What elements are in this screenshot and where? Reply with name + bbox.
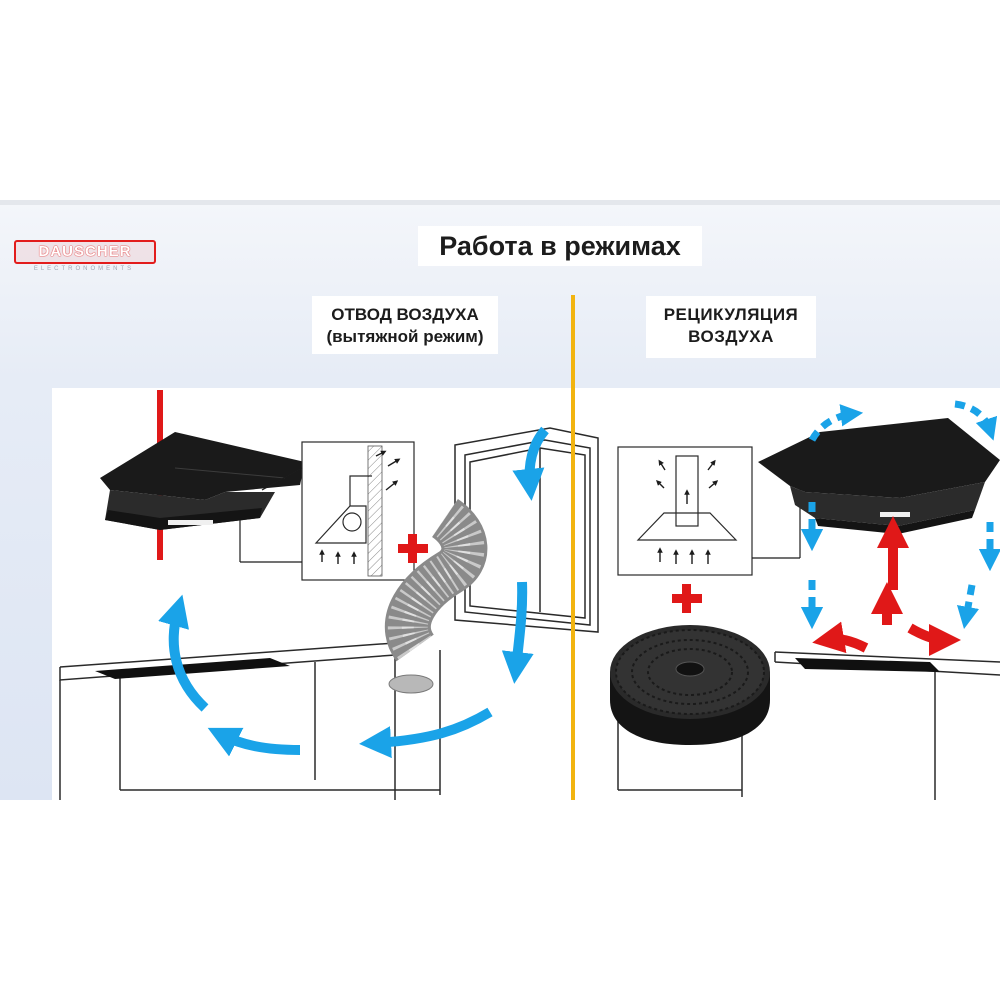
airflow-arrow xyxy=(808,404,864,442)
airflow-arrow xyxy=(501,581,534,684)
airflow-arrow xyxy=(954,400,998,441)
mode-label-recirculation-line1: РЕЦИКУЛЯЦИЯ xyxy=(663,305,799,324)
hood-icon xyxy=(100,432,305,530)
airflow-arrow xyxy=(956,584,980,630)
slide-top-border xyxy=(0,200,1000,205)
airflow-arrow xyxy=(812,621,869,654)
slide: DAUSCHER ELECTRONOMENTS Работа в режимах… xyxy=(0,200,1000,800)
airflow-arrow xyxy=(207,727,301,757)
airflow-arrow xyxy=(158,594,209,712)
plus-icon xyxy=(398,534,428,563)
exhaust-inset-diagram xyxy=(239,441,415,581)
mode-label-recirculation-line2: ВОЗДУХА xyxy=(688,327,774,346)
airflow-arrow xyxy=(907,623,961,656)
brand-tagline: ELECTRONOMENTS xyxy=(33,266,135,272)
mode-label-exhaust: ОТВОД ВОЗДУХА (вытяжной режим) xyxy=(312,296,498,354)
cooktop-icon xyxy=(795,658,940,672)
airflow-arrows-recirculation xyxy=(800,400,1000,630)
airflow-arrow xyxy=(359,707,493,759)
hood-icon xyxy=(758,418,1000,534)
airflow-arrows-exhaust xyxy=(158,426,549,759)
recirculation-scene xyxy=(610,400,1000,800)
mode-divider xyxy=(571,295,575,800)
scene-illustration xyxy=(59,390,1000,800)
brand-logo: DAUSCHER xyxy=(14,240,156,264)
charcoal-filter-icon xyxy=(610,625,770,745)
recirculation-inset-diagram xyxy=(617,446,801,576)
mode-label-exhaust-line1: ОТВОД ВОЗДУХА xyxy=(331,305,479,324)
exhaust-scene xyxy=(59,390,599,800)
plus-icon xyxy=(672,584,702,613)
airflow-arrow xyxy=(512,426,549,501)
mode-label-exhaust-line2: (вытяжной режим) xyxy=(326,327,484,346)
airflow-arrows-hot xyxy=(812,515,961,656)
page-title: Работа в режимах xyxy=(418,226,702,266)
cooktop-icon xyxy=(95,658,290,679)
duct-hose-icon xyxy=(384,498,488,694)
mode-label-recirculation: РЕЦИКУЛЯЦИЯ ВОЗДУХА xyxy=(646,296,816,358)
